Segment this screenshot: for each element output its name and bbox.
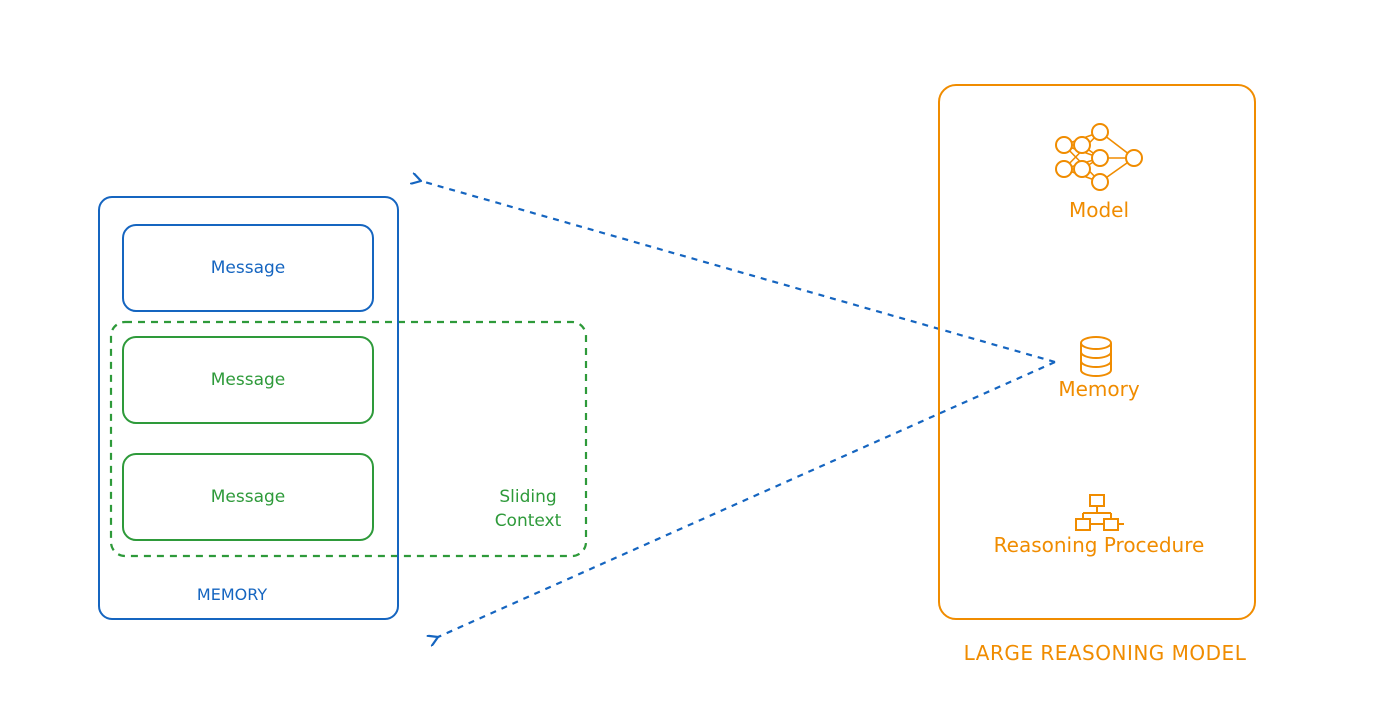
- memory-panel-title: MEMORY: [196, 585, 268, 604]
- sliding-context-label-line1: Sliding: [499, 487, 557, 507]
- message-box-in-context: Message: [122, 453, 374, 541]
- reasoning-model-title: LARGE REASONING MODEL: [963, 641, 1247, 665]
- message-box: Message: [122, 224, 374, 312]
- message-label: Message: [210, 370, 286, 390]
- reasoning-model-panel: [938, 84, 1256, 620]
- memory-panel: [98, 196, 399, 620]
- sliding-context-region: [109, 320, 588, 558]
- arrow-to-memory-bottom: [438, 360, 1056, 637]
- memory-component-label: Memory: [1058, 377, 1140, 401]
- sliding-context-label-line2: Context: [494, 511, 562, 531]
- message-label: Message: [210, 258, 286, 278]
- reasoning-procedure-label: Reasoning Procedure: [993, 533, 1205, 557]
- arrow-to-memory-top: [421, 181, 1056, 364]
- message-box-in-context: Message: [122, 336, 374, 424]
- hierarchy-icon: [1075, 494, 1124, 531]
- model-label: Model: [1068, 198, 1130, 222]
- neural-network-icon: [1055, 123, 1143, 191]
- message-label: Message: [210, 487, 286, 507]
- database-icon: [1080, 336, 1112, 377]
